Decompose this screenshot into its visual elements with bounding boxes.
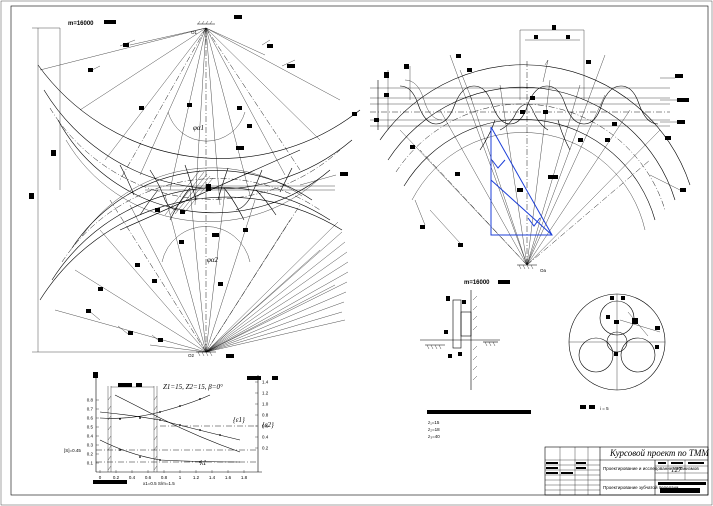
right-rack-mesh: Oa — [370, 25, 691, 273]
y-tick-left: 0.3 — [87, 443, 94, 448]
y-tick-right: 1.0 — [262, 402, 269, 407]
left-gear-mesh: m=16000 O1 — [29, 15, 361, 358]
angle-phi2: φα2 — [207, 256, 219, 264]
y-tick-right: 1.2 — [262, 391, 269, 396]
y-tick-right: 0.4 — [262, 435, 269, 440]
y-tick-left: 0.1 — [87, 461, 94, 466]
y-tick-right: 0.6 — [262, 424, 269, 429]
y-tick-left: 0.6 — [87, 416, 94, 421]
graph-lambda-label: λ1 — [199, 459, 207, 467]
note-line1: z₁=15 — [428, 420, 440, 425]
label-O1: O1 — [191, 30, 198, 35]
x-tick: 1 — [179, 475, 182, 480]
note-line3: z₃=40 — [428, 434, 440, 439]
coefficient-graph: Z1=15, Z2=15, β=0° {ε1} {ε2} λ1 0.8 0.7 0.… — [64, 372, 278, 486]
x-tick: 1.8 — [241, 475, 248, 480]
y-tick-left: 0.2 — [87, 452, 94, 457]
x-tick: 0.2 — [113, 475, 120, 480]
x-tick: 0 — [99, 475, 102, 480]
y-tick-right: 0.8 — [262, 413, 269, 418]
note-line2: z₂=18 — [428, 427, 440, 432]
title-subtitle1: Проектирование и исследование механизмов — [603, 466, 699, 471]
graph-eps2-label: {ε2} — [262, 421, 274, 429]
x-tick: 0.4 — [129, 475, 136, 480]
graph-gear-params: Z1=15, Z2=15, β=0° — [163, 383, 223, 391]
y-tick-right: 1.4 — [262, 380, 269, 385]
title-sheet-no: 127 — [671, 466, 682, 474]
title-subtitle2: Проектирование зубчатой передачи — [603, 484, 679, 490]
inner-frame — [10, 5, 709, 496]
label-Oa: Oa — [540, 268, 547, 273]
ratio-label: i = 5 — [600, 406, 609, 411]
right-scale-label: m=16000 — [464, 280, 490, 286]
x-tick: 0.6 — [145, 475, 152, 480]
graph-footer-x: x1=0.5 S/m=1.5 — [143, 481, 175, 486]
mechanism-sketch: m=16000 — [420, 280, 510, 390]
graph-side-note: [S]=0.45 — [64, 448, 81, 453]
x-tick: 0.8 — [161, 475, 168, 480]
y-tick-left: 0.7 — [87, 407, 94, 412]
y-tick-left: 0.5 — [87, 425, 94, 430]
x-tick: 1.2 — [193, 475, 200, 480]
notes-block: z₁=15 z₂=18 z₃=40 — [427, 410, 531, 439]
angle-phi1: φα1 — [193, 124, 204, 132]
label-O2: O2 — [188, 353, 195, 358]
y-tick-left: 0.4 — [87, 434, 94, 439]
planetary-sketch: i = 5 — [568, 293, 666, 411]
x-tick: 1.6 — [225, 475, 232, 480]
title-block: Курсовой проект по ТММ Проектирование и … — [544, 446, 709, 496]
x-tick: 1.4 — [209, 475, 216, 480]
y-tick-right: 0.2 — [262, 446, 269, 451]
y-tick-left: 0.8 — [87, 398, 94, 403]
title-main: Курсовой проект по ТММ — [609, 448, 709, 458]
graph-eps1-label: {ε1} — [233, 416, 245, 424]
left-scale-label: m=16000 — [68, 21, 94, 27]
